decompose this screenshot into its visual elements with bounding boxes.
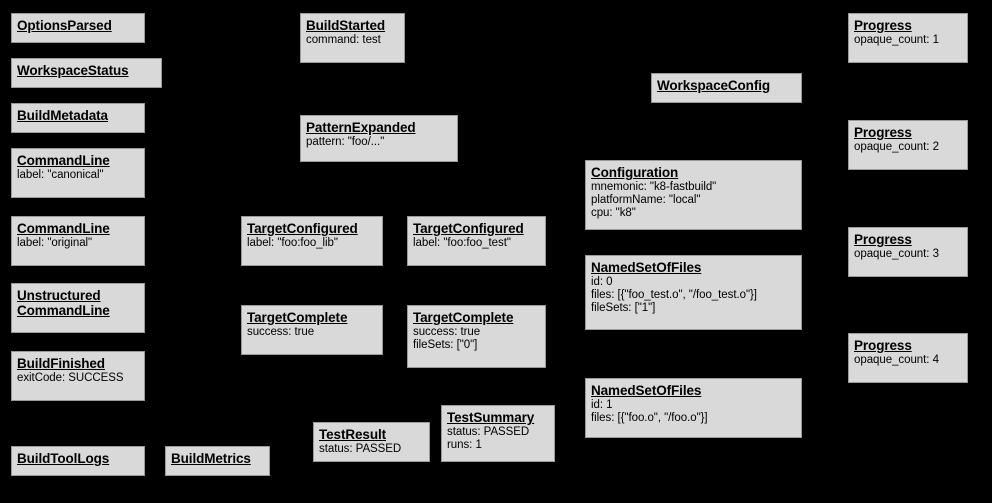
node-field: status: PASSED (447, 426, 530, 439)
node-field: pattern: "foo/..." (306, 136, 385, 149)
node-title: TestResult (319, 427, 387, 442)
node-field: mnemonic: "k8-fastbuild" (591, 181, 717, 194)
node-build-metadata[interactable]: BuildMetadata (11, 103, 145, 133)
node-fields: exitCode: SUCCESS (17, 372, 139, 385)
node-workspace-config[interactable]: WorkspaceConfig (651, 73, 802, 103)
node-title: TargetComplete (247, 310, 348, 325)
node-field: opaque_count: 4 (854, 354, 939, 367)
node-field: command: test (306, 34, 381, 47)
node-field: success: true (413, 326, 481, 339)
node-title: WorkspaceStatus (17, 63, 129, 78)
node-field: fileSets: ["0"] (413, 338, 478, 351)
node-title: OptionsParsed (17, 18, 112, 33)
node-field: id: 1 (591, 399, 613, 412)
node-title: NamedSetOfFiles (591, 383, 702, 398)
node-title: TargetConfigured (247, 221, 358, 236)
node-field: status: PASSED (319, 443, 402, 456)
node-title: TestSummary (447, 410, 535, 425)
node-fields: opaque_count: 3 (854, 248, 962, 261)
node-field: label: "canonical" (17, 169, 104, 182)
node-fields: opaque_count: 1 (854, 34, 962, 47)
node-field: opaque_count: 2 (854, 141, 939, 154)
node-field: fileSets: ["1"] (591, 301, 656, 314)
node-field: opaque_count: 3 (854, 248, 939, 261)
node-field: label: "foo:foo_lib" (247, 237, 338, 250)
node-field: success: true (247, 326, 315, 339)
node-title: Configuration (591, 165, 679, 180)
node-title: TargetConfigured (413, 221, 524, 236)
node-field: label: "original" (17, 237, 93, 250)
node-field: cpu: "k8" (591, 206, 636, 219)
node-title: NamedSetOfFiles (591, 260, 702, 275)
node-field: opaque_count: 1 (854, 34, 939, 47)
node-title: CommandLine (17, 221, 110, 236)
node-build-metrics[interactable]: BuildMetrics (165, 446, 270, 476)
node-fields: label: "original" (17, 237, 139, 250)
node-title: BuildMetadata (17, 108, 108, 123)
node-fields: opaque_count: 2 (854, 141, 962, 154)
node-fields: pattern: "foo/..." (306, 136, 452, 149)
node-title: BuildFinished (17, 356, 105, 371)
node-fields: label: "foo:foo_test" (413, 237, 540, 250)
node-title: BuildStarted (306, 18, 386, 33)
node-field: files: [{"foo.o", "/foo.o"}] (591, 411, 708, 424)
node-fields: status: PASSED (319, 443, 424, 456)
node-title: Progress (854, 232, 912, 247)
node-build-tool-logs[interactable]: BuildToolLogs (11, 446, 145, 476)
node-field: label: "foo:foo_test" (413, 237, 511, 250)
node-title: TargetComplete (413, 310, 514, 325)
node-field: files: [{"foo_test.o", "/foo_test.o"}] (591, 288, 757, 301)
node-field: platformName: "local" (591, 193, 701, 206)
node-title: Unstructured CommandLine (17, 288, 110, 319)
node-fields: success: true (247, 326, 377, 339)
node-fields: opaque_count: 4 (854, 354, 962, 367)
node-unstructured-command-line[interactable]: Unstructured CommandLine (11, 283, 145, 333)
node-fields: label: "foo:foo_lib" (247, 237, 377, 250)
node-fields: mnemonic: "k8-fastbuild"platformName: "l… (591, 181, 796, 220)
node-title: BuildMetrics (171, 451, 251, 466)
node-title: BuildToolLogs (17, 451, 110, 466)
node-options-parsed[interactable]: OptionsParsed (11, 13, 145, 43)
node-title: CommandLine (17, 153, 110, 168)
node-field: runs: 1 (447, 438, 482, 451)
node-title: WorkspaceConfig (657, 78, 771, 93)
node-title: Progress (854, 18, 912, 33)
node-title: Progress (854, 338, 912, 353)
node-title: PatternExpanded (306, 120, 416, 135)
node-field: id: 0 (591, 276, 613, 289)
node-field: exitCode: SUCCESS (17, 372, 124, 385)
node-fields: label: "canonical" (17, 169, 139, 182)
node-fields: command: test (306, 34, 399, 47)
node-title: Progress (854, 125, 912, 140)
node-workspace-status[interactable]: WorkspaceStatus (11, 58, 162, 88)
